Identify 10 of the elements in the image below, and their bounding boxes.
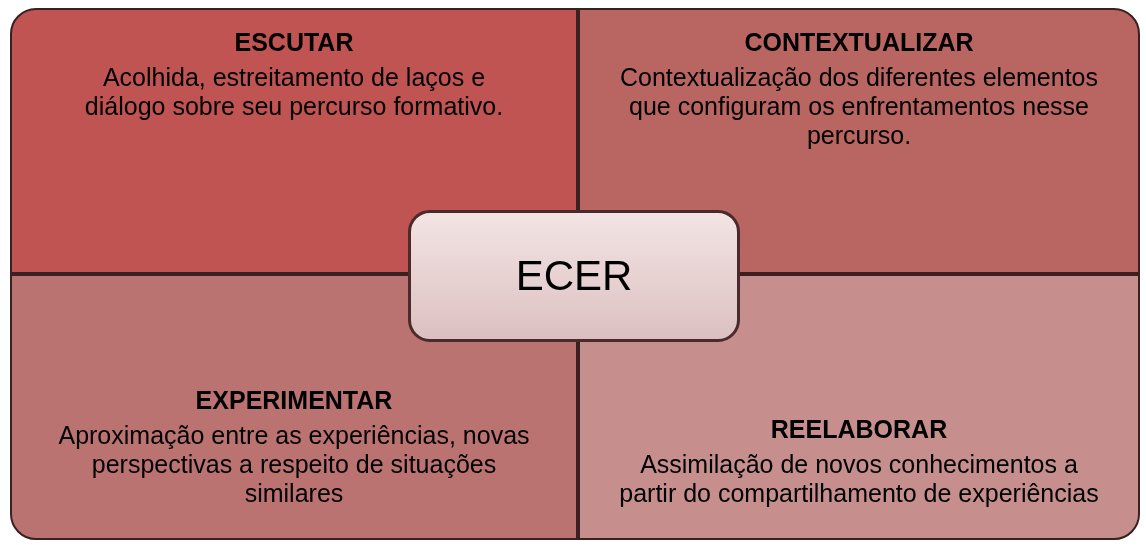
center-box xyxy=(408,210,740,342)
quadrant-heading: REELABORAR xyxy=(770,415,948,444)
quadrant-description: Assimilação de novos conhecimentos a partir do compartilhamento de experiências xyxy=(618,450,1100,508)
center-title: ECER xyxy=(515,252,633,300)
quadrant-heading: ESCUTAR xyxy=(234,28,354,57)
quadrant-description: Aproximação entre as experiências, novas perspectivas a respeito de situações similares xyxy=(57,421,531,508)
quadrant-description: Acolhida, estreitamento de laços e diálogo sobre seu percurso formativo. xyxy=(84,63,504,121)
quadrant-heading: EXPERIMENTAR xyxy=(195,386,393,415)
quadrant-heading: CONTEXTUALIZAR xyxy=(744,28,974,57)
quadrant-description: Contextualização dos diferentes elementos que configuram os enfrentamentos nesse percurso. xyxy=(618,63,1100,150)
